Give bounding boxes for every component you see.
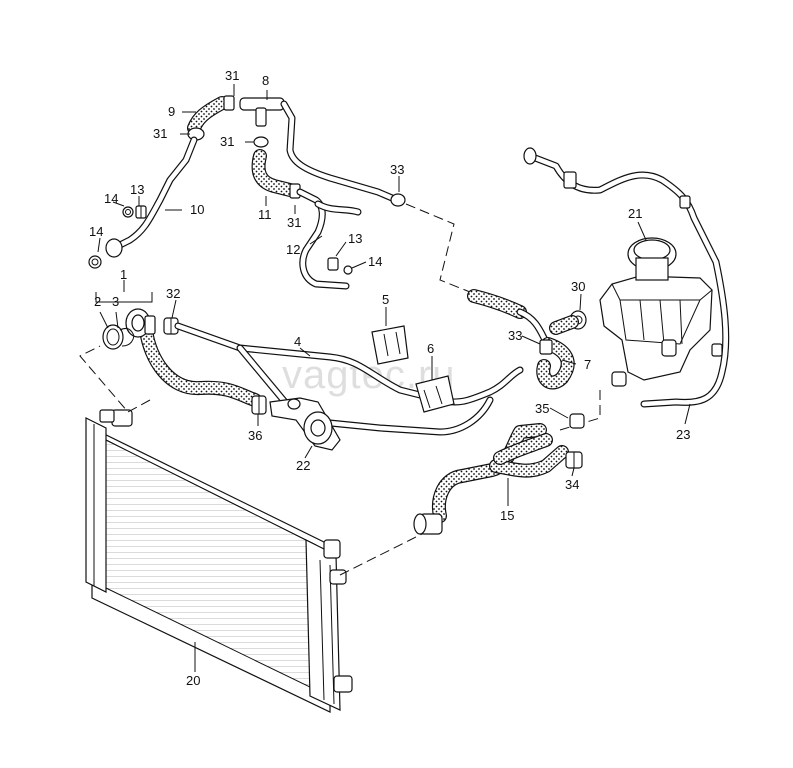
callout-33-top: 33 [390, 162, 404, 177]
seal-part-14-b [88, 255, 102, 269]
callout-31-mid: 31 [220, 134, 234, 149]
callout-15: 15 [500, 508, 514, 523]
callout-33-mid: 33 [508, 328, 522, 343]
callout-9: 9 [168, 104, 175, 119]
clamp-part-31-c [253, 136, 269, 148]
clip-part-3 [119, 328, 135, 347]
callout-2: 2 [94, 294, 101, 309]
callout-31-lower: 31 [287, 215, 301, 230]
seal-part-14-c [343, 265, 353, 275]
hose-part-11 [251, 149, 297, 197]
leader-lines [95, 84, 691, 672]
callout-1: 1 [120, 267, 127, 282]
callout-14-mid: 14 [368, 254, 382, 269]
hose-to-part-7 [467, 289, 549, 344]
bracket-part-5 [371, 325, 409, 365]
hose-to-part-30 [549, 315, 579, 335]
hose-part-9 [187, 96, 229, 135]
bolt-part-13-a [135, 205, 147, 219]
o-ring-part-2 [102, 324, 124, 350]
callout-labels: 31 8 9 31 31 11 31 33 13 14 10 14 13 12 … [89, 68, 690, 688]
callout-4: 4 [294, 334, 301, 349]
hose-part-7 [536, 337, 575, 390]
callout-22: 22 [296, 458, 310, 473]
callout-31-left: 31 [153, 126, 167, 141]
overflow-pipe-part-23 [523, 147, 730, 408]
callout-14-bottom-left: 14 [89, 224, 103, 239]
bracket-part-6 [415, 375, 455, 413]
callout-23: 23 [676, 427, 690, 442]
hose-assembly-part-1 [125, 308, 262, 407]
coolant-flange-part-22 [269, 397, 341, 451]
radiator-part-20 [85, 409, 353, 713]
callout-13-left: 13 [130, 182, 144, 197]
callout-30: 30 [571, 279, 585, 294]
pipe-part-12 [296, 188, 362, 290]
seal-part-14-a [122, 206, 134, 218]
callout-10: 10 [190, 202, 204, 217]
callout-6: 6 [427, 341, 434, 356]
callout-35: 35 [535, 401, 549, 416]
expansion-tank-part-21 [599, 237, 713, 387]
callout-11: 11 [258, 207, 272, 222]
callout-12: 12 [286, 242, 300, 257]
clamp-part-36 [251, 395, 267, 415]
callout-20: 20 [186, 673, 200, 688]
bolt-part-13-b [327, 257, 339, 271]
clamp-part-33-b [539, 339, 553, 355]
clamp-part-31-a [223, 95, 235, 111]
pipe-upper-right [280, 100, 396, 202]
hose-assembly-part-15 [413, 423, 569, 535]
callout-8: 8 [262, 73, 269, 88]
clamp-part-33-a [390, 193, 406, 207]
clamp-part-34 [565, 451, 583, 469]
callout-32: 32 [166, 286, 180, 301]
callout-14-left: 14 [104, 191, 118, 206]
tee-connector-part-8 [239, 97, 285, 127]
clamp-part-32 [163, 317, 179, 335]
callout-21: 21 [628, 206, 642, 221]
callout-34: 34 [565, 477, 579, 492]
callout-36: 36 [248, 428, 262, 443]
callout-5: 5 [382, 292, 389, 307]
callout-31-top: 31 [225, 68, 239, 83]
callout-7: 7 [584, 357, 591, 372]
clamp-part-35 [569, 413, 585, 429]
callout-13-mid: 13 [348, 231, 362, 246]
callout-3: 3 [112, 294, 119, 309]
pipe-part-10 [105, 136, 198, 258]
